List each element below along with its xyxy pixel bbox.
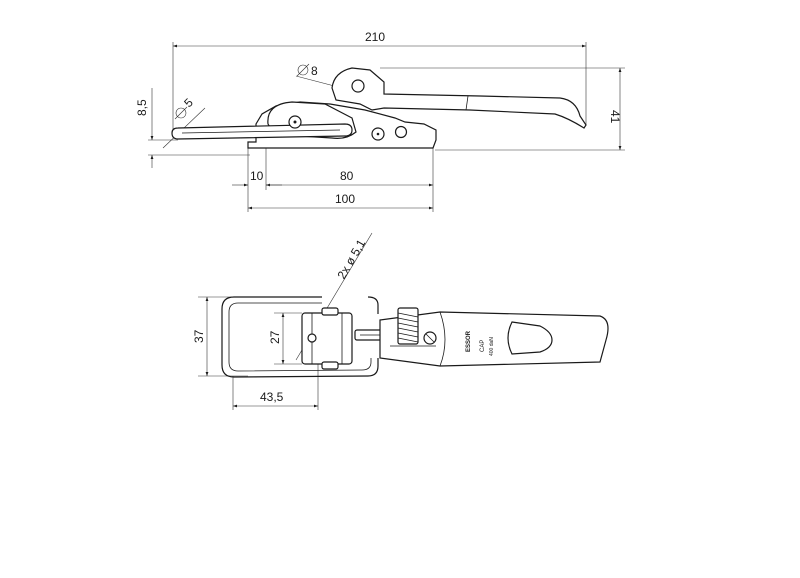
link-pin-center	[293, 120, 297, 124]
pivot-hole	[351, 79, 365, 93]
dim-overall-length: 210	[365, 30, 385, 44]
wire-loop-inner	[228, 302, 372, 372]
pin-head	[321, 307, 339, 316]
top-view: 37 27 43,5 2x ø 5,1	[192, 232, 609, 410]
side-view: 210 41 8,5 5 8 10 80 100	[135, 30, 625, 212]
dim-rod-offset: 8,5	[135, 99, 149, 116]
dim-hook-length: 10	[250, 169, 264, 183]
dim-loop-length: 43,5	[260, 390, 284, 404]
dim-hole-diameter: 2x ø 5,1	[334, 237, 368, 282]
stamp-load: 400 daN	[489, 337, 495, 356]
wire-loop-end	[367, 296, 379, 314]
dim-pivot-diameter: 8	[311, 64, 318, 78]
diameter-symbol-icon	[174, 106, 188, 120]
dim-base-length: 100	[335, 192, 355, 206]
diameter-symbol-icon	[297, 64, 309, 76]
lever-bend	[439, 311, 446, 367]
handle-grip-line	[465, 95, 469, 111]
dim-outer-width: 37	[192, 329, 206, 343]
spring-icon	[397, 307, 419, 345]
adjust-screw-slot	[425, 333, 435, 343]
handle-slot	[507, 321, 553, 355]
mount-hole	[394, 125, 408, 139]
lever-body	[379, 311, 609, 367]
lever-handle	[331, 67, 587, 129]
dim-mount-length: 80	[340, 169, 354, 183]
stamp-brand: ESSOR	[466, 330, 472, 352]
dim-pin-diameter: 5	[181, 95, 196, 110]
diameter-symbol-icon	[175, 107, 187, 119]
rod-centerline	[181, 129, 341, 134]
stamp-cap: CAP	[480, 340, 486, 352]
diameter-symbol-icon	[296, 63, 310, 77]
mount-hole	[307, 333, 317, 343]
mount-hole-center	[376, 132, 380, 136]
dim-height: 41	[608, 110, 622, 124]
wire-loop-outer	[221, 296, 379, 378]
pin-head	[321, 361, 339, 370]
dim-inner-width: 27	[268, 330, 282, 344]
